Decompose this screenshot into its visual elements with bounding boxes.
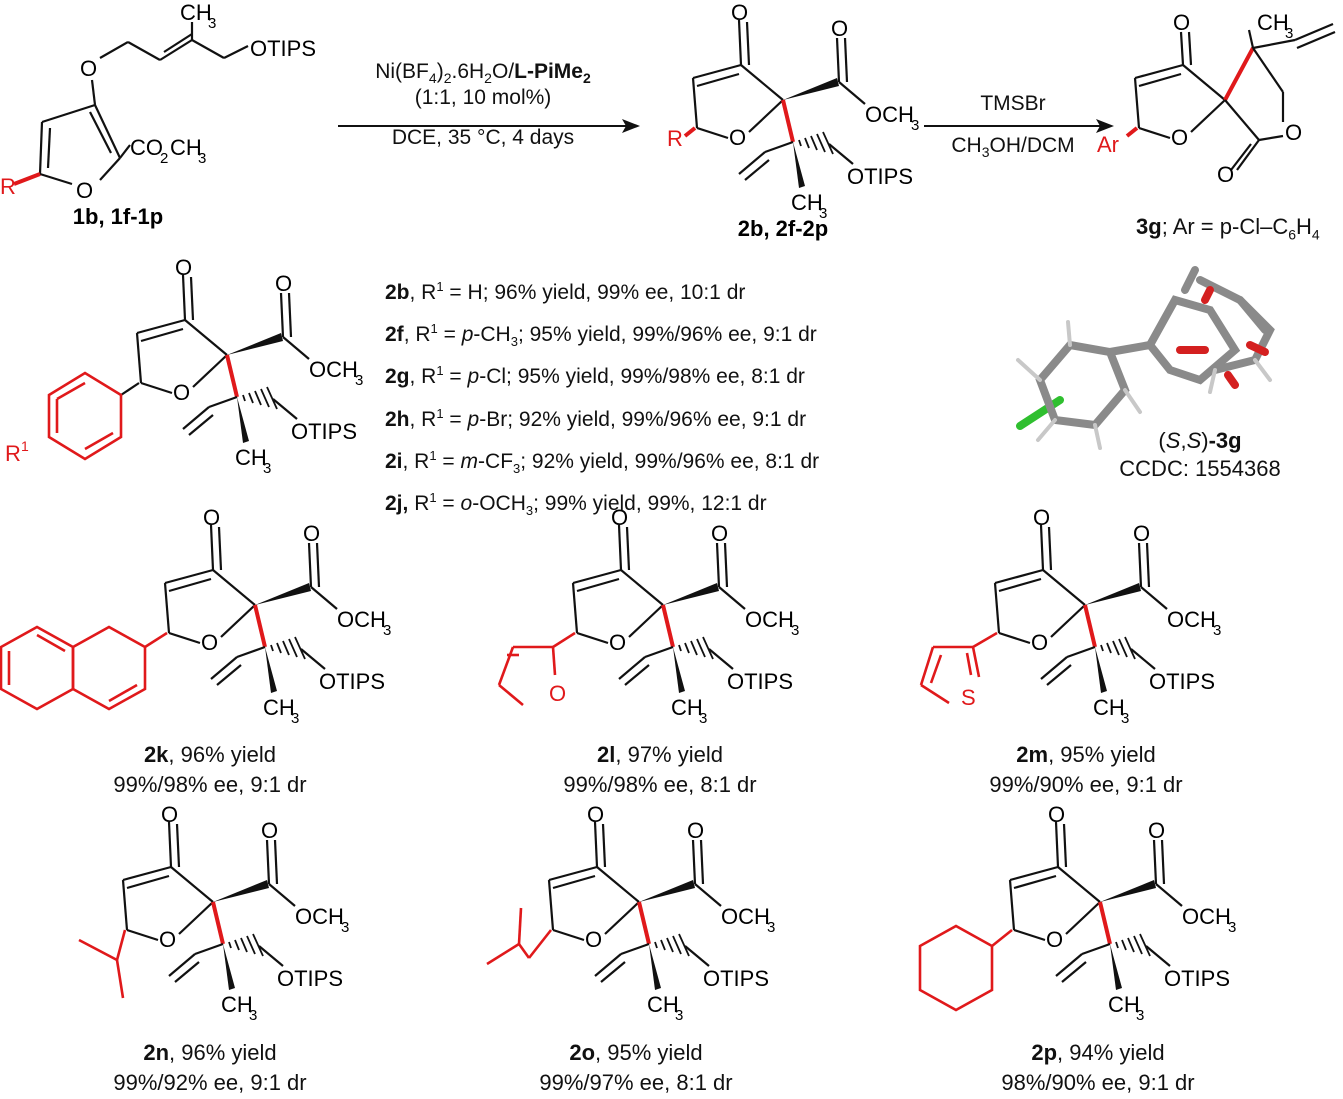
compound-2o-structure: [486, 800, 778, 1026]
result-entry: 2i, R1 = m-CF3; 92% yield, 99%/96% ee, 8…: [385, 447, 820, 476]
aryl-product-structure: R 1: [5, 253, 366, 479]
step2-solvent: CH3OH/DCM: [951, 134, 1075, 161]
svg-text:R: R: [5, 441, 21, 466]
compound-caption: 2l, 97% yield: [597, 742, 723, 767]
step1-solvent-temp-time: DCE, 35 °C, 4 days: [391, 126, 575, 150]
svg-text:2: 2: [160, 150, 168, 167]
compound-caption: 2k, 96% yield: [143, 742, 277, 767]
compound-caption-detail: 99%/97% ee, 8:1 dr: [539, 1070, 733, 1095]
compound-caption-detail: 99%/90% ee, 9:1 dr: [989, 772, 1183, 797]
svg-text:O: O: [80, 56, 97, 81]
compound-caption: 2m, 95% yield: [1016, 742, 1156, 767]
compound-2k-structure: [0, 503, 394, 729]
svg-text:O: O: [1285, 120, 1302, 145]
compound-2m-structure: S: [919, 503, 1224, 729]
svg-text:OTIPS: OTIPS: [250, 36, 316, 61]
compound-caption-detail: 99%/92% ee, 9:1 dr: [113, 1070, 307, 1095]
compound-caption-detail: 99%/98% ee, 8:1 dr: [563, 772, 757, 797]
compound-caption-detail: 98%/90% ee, 9:1 dr: [1001, 1070, 1195, 1095]
svg-text:1: 1: [21, 438, 29, 454]
compound-2l-structure: O: [497, 503, 802, 729]
step1-reagent-line: Ni(BF4)2.6H2O/L-PiMe2: [375, 60, 591, 87]
lactone-label: 3g; Ar = p-Cl–C6H4: [1136, 214, 1320, 243]
svg-text:S: S: [961, 685, 976, 710]
result-entry: 2f, R1 = p-CH3; 95% yield, 99%/96% ee, 9…: [385, 321, 817, 350]
svg-text:R: R: [667, 126, 683, 151]
svg-text:O: O: [549, 681, 566, 706]
svg-text:CO: CO: [130, 135, 163, 160]
result-entry: 2j, R1 = o-OCH3; 99% yield, 99%, 12:1 dr: [385, 489, 767, 519]
result-entry: 2g, R1 = p-Cl; 95% yield, 99%/98% ee, 8:…: [385, 363, 805, 389]
step1-catalyst-loading: (1:1, 10 mol%): [414, 86, 552, 110]
svg-text:CH: CH: [180, 0, 212, 25]
product-label: 2b, 2f-2p: [738, 216, 828, 241]
svg-text:3: 3: [208, 15, 216, 32]
svg-text:R: R: [0, 174, 16, 199]
compound-caption: 2n, 96% yield: [143, 1040, 277, 1065]
product-structure: R: [667, 0, 922, 224]
compound-caption: 2p, 94% yield: [1031, 1040, 1165, 1065]
compound-caption: 2o, 95% yield: [569, 1040, 703, 1065]
xray-structure: [1016, 266, 1275, 450]
ccdc-number: CCDC: 1554368: [1119, 456, 1281, 481]
step1-conditions: Ni(BF4)2.6H2O/L-PiMe2 (1:1, 10 mol%) DCE…: [338, 60, 628, 150]
starting-material-structure: O R CO 2 CH 3 O CH 3 OTIPS: [0, 0, 316, 203]
starting-material-label: 1b, 1f-1p: [73, 204, 163, 229]
svg-text:CH: CH: [1257, 10, 1289, 35]
svg-text:O: O: [1173, 10, 1190, 35]
lactone-structure: O O Ar O O CH 3: [1097, 10, 1336, 187]
xray-compound-label: (S,S)-3g: [1158, 428, 1242, 453]
step2-reagent: TMSBr: [980, 92, 1046, 115]
svg-text:3: 3: [198, 150, 206, 167]
compound-2n-structure: [78, 800, 352, 1026]
svg-text:O: O: [76, 178, 93, 203]
svg-text:Ar: Ar: [1097, 132, 1119, 157]
svg-text:O: O: [1171, 125, 1188, 150]
substituent-results-list: 2b, R1 = H; 96% yield, 99% ee, 10:1 dr 2…: [385, 272, 819, 525]
svg-text:3: 3: [1285, 25, 1293, 42]
svg-text:O: O: [1217, 162, 1234, 187]
compound-2p-structure: [918, 800, 1239, 1026]
result-entry: 2h, R1 = p-Br; 92% yield, 99%/96% ee, 9:…: [385, 405, 807, 431]
result-entry: 2b, R1 = H; 96% yield, 99% ee, 10:1 dr: [385, 279, 746, 304]
compound-caption-detail: 99%/98% ee, 9:1 dr: [113, 772, 307, 797]
svg-text:CH: CH: [170, 135, 202, 160]
